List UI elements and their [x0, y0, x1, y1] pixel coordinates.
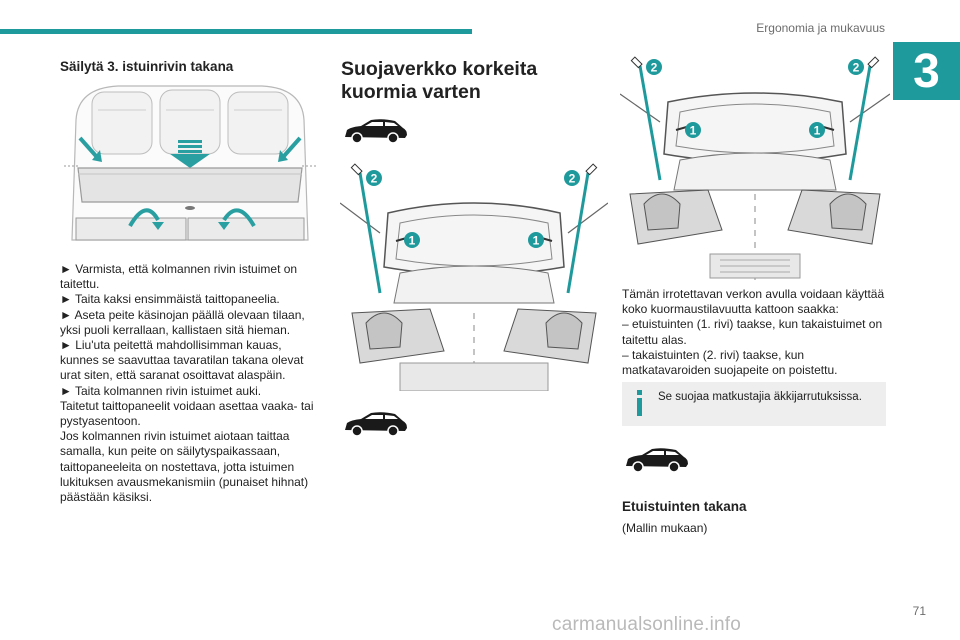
- callout-1: [528, 232, 544, 248]
- illustration-net-front-seats: 2 1 1 2: [340, 163, 608, 391]
- section-title: Ergonomia ja mukavuus: [756, 21, 885, 35]
- callout-2: [646, 59, 662, 75]
- col1-instructions: ► Varmista, että kolmannen rivin istuime…: [60, 262, 322, 505]
- callout-2: [848, 59, 864, 75]
- instruction-paragraph: ► Aseta peite käsinojan päällä olevaan t…: [60, 307, 305, 337]
- illustration-net-rear-seats: 2 2 1 1: [620, 54, 890, 282]
- info-text: Se suojaa matkustajia äkkijarrutuksissa.: [658, 391, 862, 403]
- description-paragraph: Tämän irrotettavan verkon avulla voidaan…: [622, 287, 885, 317]
- info-icon: [637, 390, 642, 416]
- heading-store-behind-third-row: Säilytä 3. istuinrivin takana: [60, 59, 234, 74]
- info-box: Se suojaa matkustajia äkkijarrutuksissa.: [622, 382, 886, 426]
- instruction-paragraph: ► Taita kaksi ensimmäistä taittopaneelia…: [60, 292, 280, 307]
- callout-2-label: 2: [651, 61, 658, 75]
- note-paragraph: Taitetut taittopaneelit voidaan asettaa …: [60, 398, 314, 429]
- car-silhouette-icon: [345, 412, 407, 437]
- callout-1: [809, 122, 825, 138]
- note-paragraph: Jos kolmannen rivin istuimet aiotaan tai…: [60, 429, 309, 505]
- heading-safety-net: Suojaverkko korkeita kuormia varten: [341, 58, 538, 103]
- instruction-paragraph: ► Taita kolmannen rivin istuimet auki.: [60, 383, 262, 398]
- description-paragraph: – takaistuinten (2. rivi) taakse, kun ma…: [622, 347, 838, 378]
- watermark: carmanualsonline.info: [552, 614, 742, 635]
- col3-description: Tämän irrotettavan verkon avulla voidaan…: [622, 287, 890, 378]
- description-paragraph: – etuistuinten (1. rivi) taakse, kun tak…: [622, 317, 883, 347]
- instruction-paragraph: ► Liu'uta peitettä mahdollisimman kauas,…: [60, 338, 304, 383]
- callout-1-label: 1: [814, 124, 821, 138]
- callout-2-label: 2: [371, 172, 378, 186]
- chapter-number: 3: [913, 44, 940, 98]
- callout-1-label: 1: [690, 124, 697, 138]
- callout-2: [366, 170, 382, 186]
- callout-2-label: 2: [853, 61, 860, 75]
- car-silhouette-icon: [626, 448, 688, 473]
- header-accent-bar: [0, 29, 472, 34]
- callout-1: [685, 122, 701, 138]
- instruction-paragraph: ► Varmista, että kolmannen rivin istuime…: [60, 262, 298, 292]
- chapter-number-badge: 3: [893, 42, 960, 100]
- page-number: 71: [912, 604, 926, 618]
- callout-2-label: 2: [569, 172, 576, 186]
- car-silhouette-icon: [345, 119, 407, 144]
- subheading-behind-front-seats: Etuistuinten takana: [622, 499, 747, 514]
- callout-1-label: 1: [409, 234, 416, 248]
- callout-2: [564, 170, 580, 186]
- subnote-depending-on-model: (Mallin mukaan): [622, 521, 708, 535]
- callout-1-label: 1: [533, 234, 540, 248]
- illustration-cargo-cover-storage: [58, 80, 322, 250]
- callout-1: [404, 232, 420, 248]
